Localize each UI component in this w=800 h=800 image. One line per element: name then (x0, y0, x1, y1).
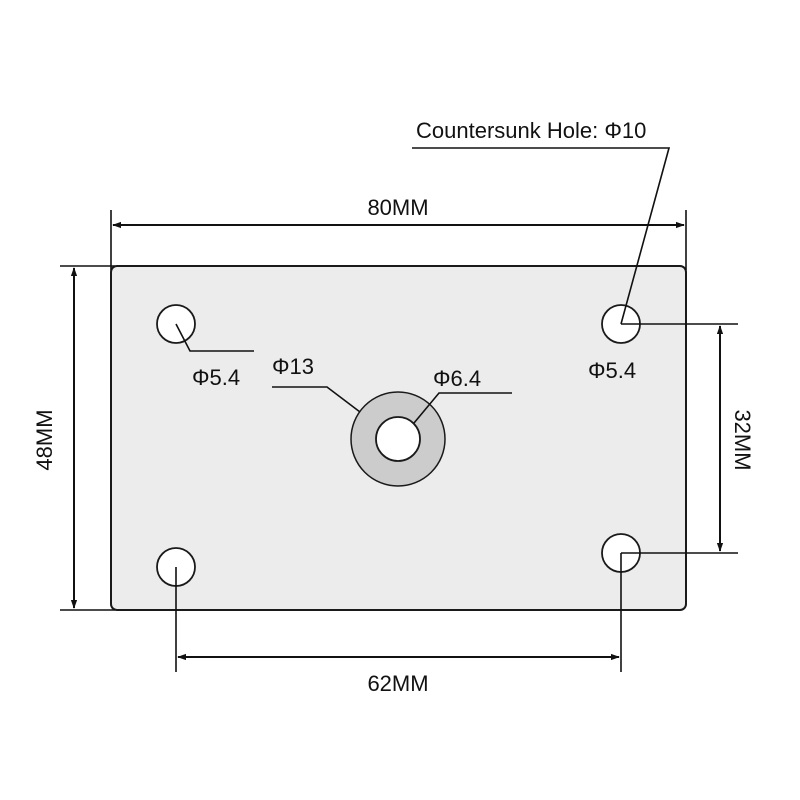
hole-spacing-y-label: 32MM (730, 409, 755, 470)
corner-hole-left-label: Φ5.4 (192, 365, 240, 390)
center-outer-label: Φ13 (272, 354, 314, 379)
corner-hole-right-label: Φ5.4 (588, 358, 636, 383)
height-label: 48MM (32, 409, 57, 470)
extension-lines (60, 210, 738, 672)
width-label: 80MM (367, 195, 428, 220)
center-inner-label: Φ6.4 (433, 366, 481, 391)
countersunk-note-label: Countersunk Hole: Φ10 (416, 118, 646, 143)
hole-spacing-x-label: 62MM (367, 671, 428, 696)
center-through-hole (375, 416, 421, 462)
leader-lines (175, 147, 671, 424)
